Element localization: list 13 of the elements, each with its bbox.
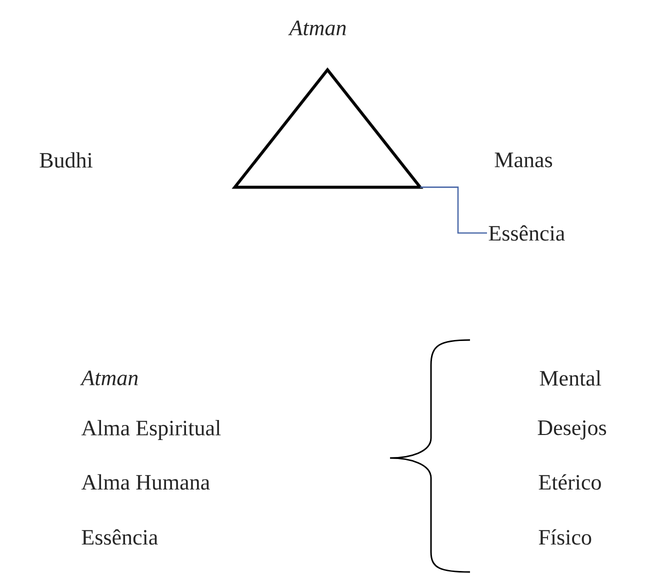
leader-line [420,186,487,234]
label: Atman [288,20,346,36]
label: Etérico [538,474,601,490]
label: Alma Humana [81,474,210,490]
label: Físico [538,529,592,545]
text-label: Essência [488,225,565,241]
label: Manas [494,152,552,168]
label: Essência [82,529,158,545]
label: Budhi [40,152,92,168]
label: Desejos [538,420,606,440]
label: Alma Espiritual [81,420,221,440]
label: Mental [540,370,602,386]
label: Atman [80,370,138,386]
